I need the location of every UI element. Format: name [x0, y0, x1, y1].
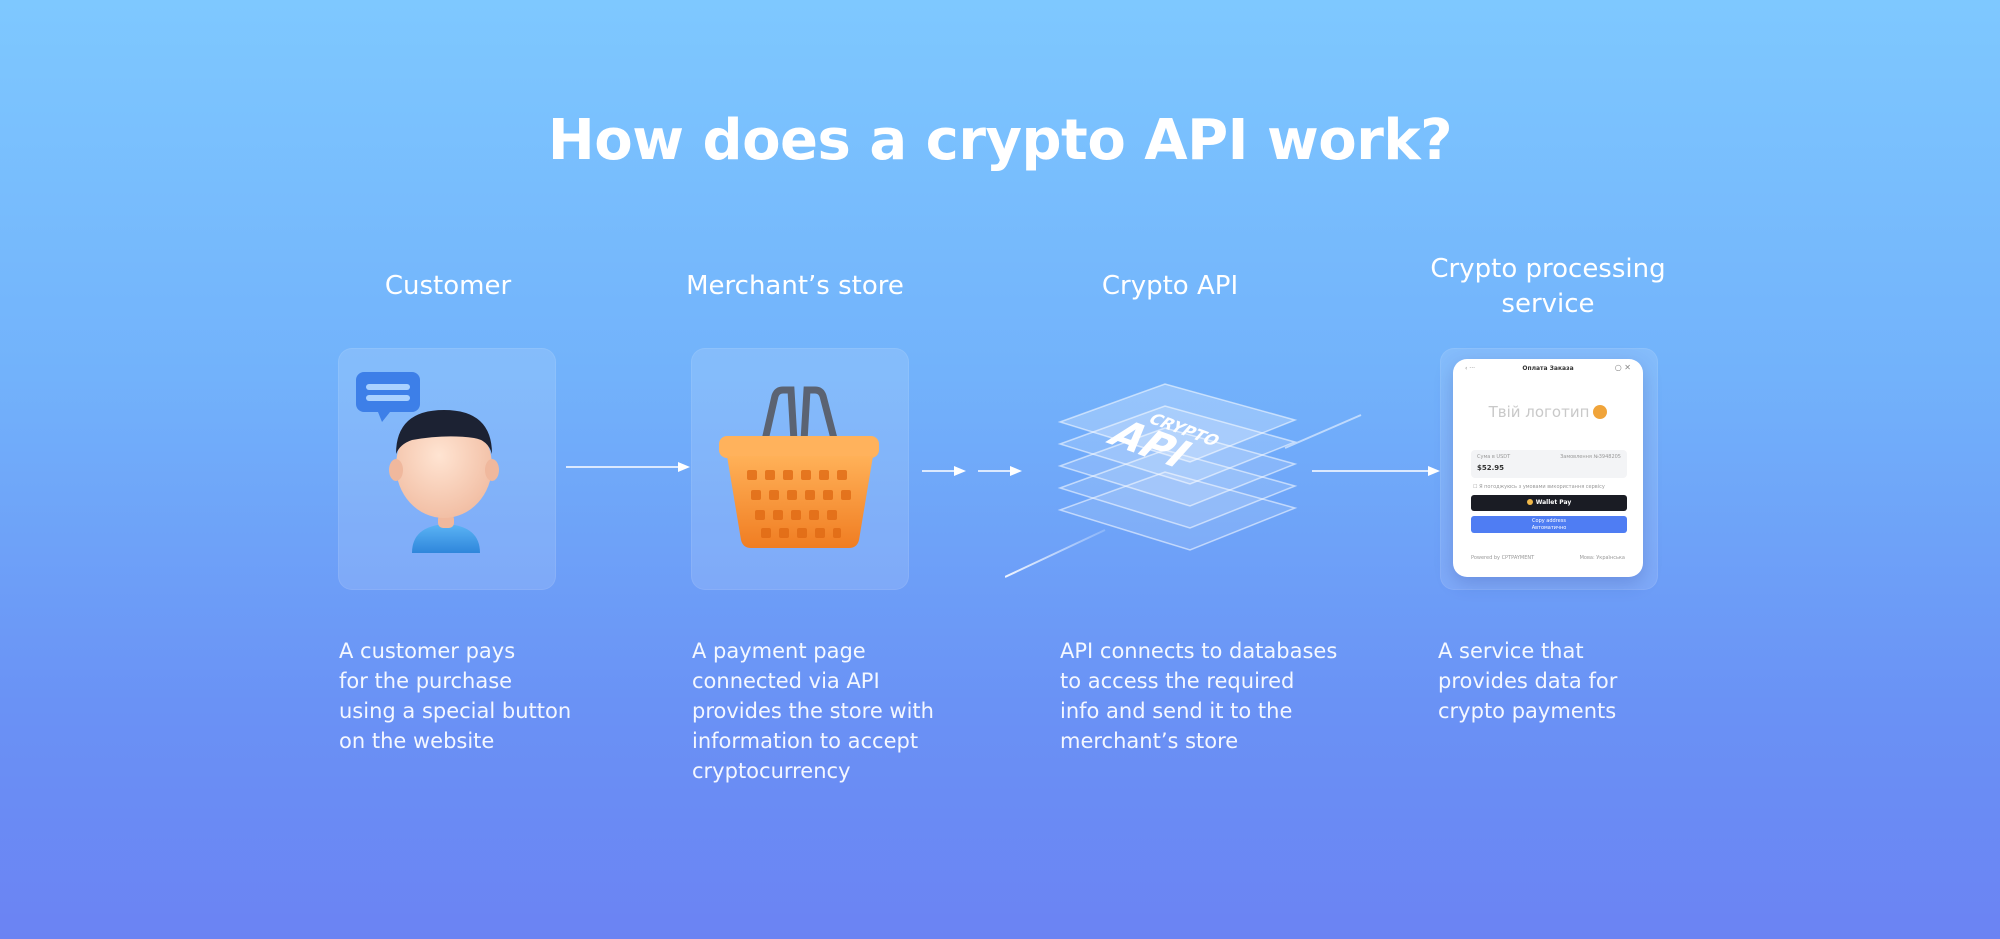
desc-line: to access the required [1060, 669, 1295, 693]
phone-greeting: Твій логотип [1453, 403, 1643, 421]
desc-line: information to accept [692, 729, 919, 753]
terms-text: Я погоджуюсь з умовами використання серв… [1479, 484, 1605, 490]
desc-line: crypto payments [1438, 699, 1617, 723]
powered-by: Powered by CPTPAYMENT [1471, 555, 1535, 561]
desc-line: provides data for [1438, 669, 1618, 693]
payment-phone-mockup: ‹ ··· Оплата Заказа ○ ✕ Твій логотип Сум… [1453, 359, 1643, 577]
customer-card [338, 348, 556, 590]
wallet-pay-label: Wallet Pay [1535, 499, 1572, 506]
back-icon: ‹ ··· [1465, 365, 1476, 372]
phone-header-bar: ‹ ··· Оплата Заказа ○ ✕ [1453, 359, 1643, 381]
step-title-processing-service: Crypto processing service [1393, 252, 1703, 322]
customer-avatar-illustration [356, 372, 499, 553]
arrow-api-to-service [1312, 466, 1440, 476]
desc-line: on the website [339, 729, 495, 753]
phone-amount-field[interactable]: Сума в USDT $52.95 Замовлення №3948205 [1471, 450, 1627, 478]
amount-label: Сума в USDT [1477, 454, 1511, 460]
step-desc-processing-service: A service that provides data for crypto … [1438, 636, 1738, 726]
step-title-line: Crypto processing [1430, 254, 1666, 284]
step-title-line: service [1501, 289, 1595, 319]
page-title: How does a crypto API work? [547, 108, 1453, 173]
step-desc-crypto-api: API connects to databases to access the … [1060, 636, 1380, 756]
desc-line: using a special button [339, 699, 572, 723]
desc-line: cryptocurrency [692, 759, 851, 783]
desc-line: API connects to databases [1060, 639, 1338, 663]
copy-address-line: Copy address [1532, 518, 1566, 524]
amount-value: $52.95 [1477, 464, 1505, 472]
step-desc-customer: A customer pays for the purchase using a… [339, 636, 639, 756]
phone-greeting-text: Твій логотип [1488, 403, 1590, 421]
desc-line: A payment page [692, 639, 866, 663]
phone-header-title: Оплата Заказа [1522, 365, 1574, 372]
wallet-icon [1526, 499, 1533, 505]
menu-icon: ○ ✕ [1614, 363, 1631, 372]
step-title-customer: Customer [384, 271, 512, 301]
desc-line: merchant’s store [1060, 729, 1239, 753]
basket-illustration [719, 386, 879, 548]
copy-address-button[interactable]: Copy address Автоматично [1471, 516, 1627, 533]
copy-address-line: Автоматично [1531, 525, 1567, 531]
step-title-crypto-api: Crypto API [1101, 271, 1239, 301]
desc-line: connected via API [692, 669, 880, 693]
order-number: Замовлення №3948205 [1560, 454, 1621, 460]
wallet-pay-button[interactable]: Wallet Pay [1471, 495, 1627, 511]
desc-line: for the purchase [339, 669, 513, 693]
merchant-store-card [691, 348, 909, 590]
step-title-merchant-store: Merchant’s store [686, 271, 904, 301]
desc-line: info and send it to the [1060, 699, 1293, 723]
desc-line: A customer pays [339, 639, 516, 663]
step-desc-merchant-store: A payment page connected via API provide… [692, 636, 992, 786]
desc-line: A service that [1438, 639, 1584, 663]
emoji-icon [1593, 405, 1608, 419]
arrow-customer-to-store [566, 462, 690, 472]
language-selector[interactable]: Мова: Українська [1579, 555, 1625, 561]
desc-line: provides the store with [692, 699, 934, 723]
crypto-api-illustration: CRYPTO API [1005, 383, 1362, 578]
arrow-store-to-api [922, 466, 1022, 476]
terms-checkbox[interactable]: ☐ Я погоджуюсь з умовами використання се… [1473, 484, 1605, 490]
